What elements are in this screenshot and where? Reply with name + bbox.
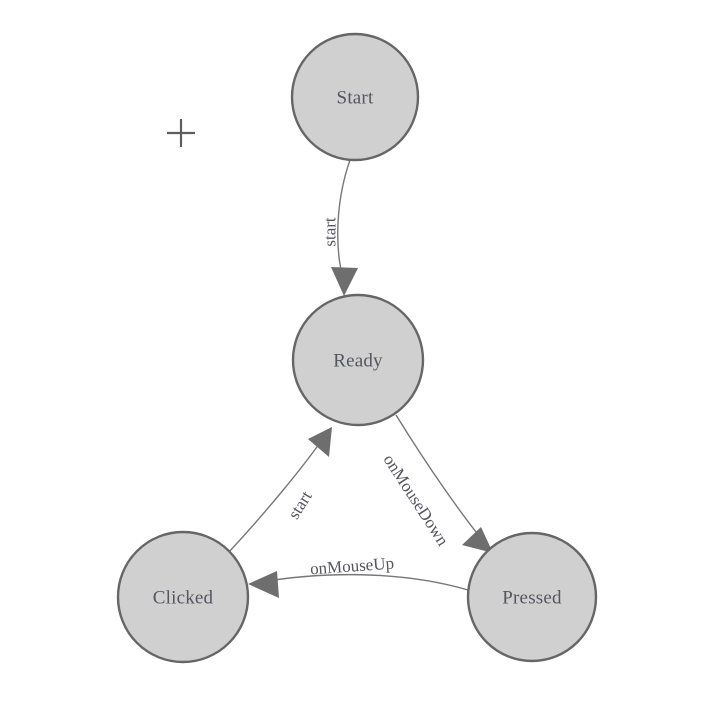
state-node-pressed-circle[interactable]	[466, 531, 598, 663]
edge-label-ready-to-pressed: onMouseDown	[379, 451, 452, 550]
state-node-start-circle[interactable]	[290, 32, 420, 162]
arrowhead-into-clicked-from-pressed	[248, 571, 279, 598]
arrowhead-into-ready-from-start	[331, 267, 358, 296]
state-node-ready-label: Ready	[333, 351, 383, 372]
edge-path-pressed-to-clicked[interactable]	[261, 573, 469, 591]
state-node-clicked[interactable]: Clicked	[116, 530, 250, 664]
state-node-start[interactable]: Start	[290, 32, 420, 162]
edge-label-start-to-ready: start	[321, 217, 340, 247]
crosshair-marker[interactable]	[167, 119, 195, 147]
state-node-clicked-circle[interactable]	[116, 530, 250, 664]
edge-path-clicked-to-ready[interactable]	[227, 439, 323, 554]
state-node-start-label: Start	[337, 88, 374, 109]
edge-clicked-to-ready[interactable]: start	[227, 427, 332, 554]
state-node-ready[interactable]: Ready	[291, 293, 425, 427]
state-node-pressed-label: Pressed	[502, 588, 562, 609]
state-node-pressed[interactable]: Pressed	[466, 531, 598, 663]
state-node-clicked-label: Clicked	[153, 588, 214, 609]
edge-start-to-ready[interactable]: start	[321, 159, 359, 296]
edge-pressed-to-clicked[interactable]: onMouseUp	[248, 554, 469, 598]
arrowhead-into-ready-from-clicked	[308, 427, 332, 457]
edge-ready-to-pressed[interactable]: onMouseDown	[379, 414, 493, 553]
arrowhead-into-pressed-from-ready	[462, 527, 493, 553]
edge-label-pressed-to-clicked: onMouseUp	[309, 554, 394, 579]
edge-label-clicked-to-ready: start	[284, 487, 316, 522]
state-node-ready-circle[interactable]	[291, 293, 425, 427]
edge-path-start-to-ready[interactable]	[337, 159, 351, 283]
